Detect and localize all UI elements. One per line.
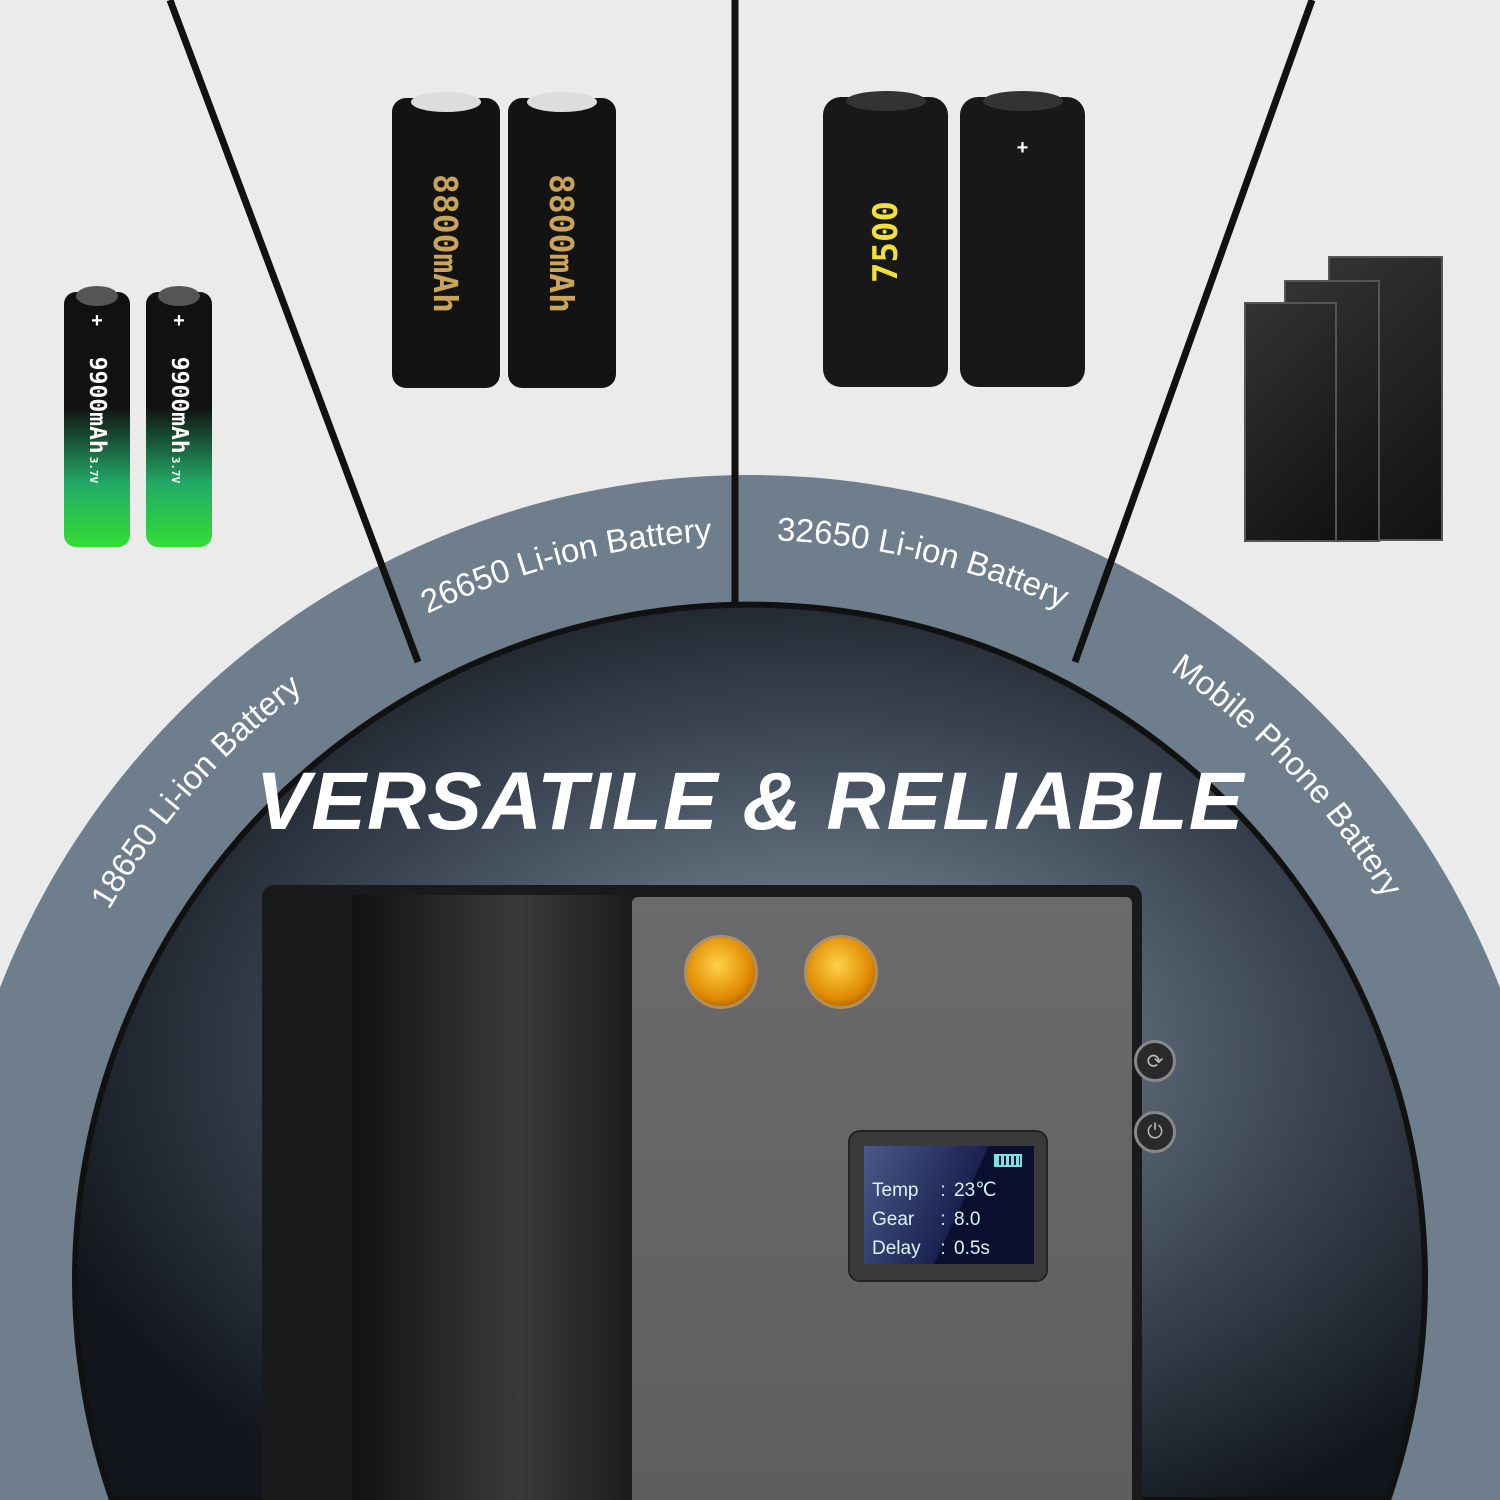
- lcd-key: Temp: [872, 1180, 919, 1201]
- battery-capacity: 9900mAh: [166, 356, 192, 454]
- lcd-screen: Temp:23℃ Gear:8.0 Delay:0.5s: [864, 1146, 1034, 1264]
- lcd-value: 23℃: [954, 1180, 997, 1201]
- lcd-row-temp: Temp:23℃: [872, 1176, 1034, 1205]
- lcd-key: Gear: [872, 1209, 915, 1230]
- battery-level-icon: [994, 1154, 1022, 1167]
- device: ⟳ ⏻ Temp:23℃ Gear:8.0 Delay:0.5s: [262, 885, 1176, 1500]
- battery-voltage: 3.7V: [87, 456, 100, 483]
- headline: VERSATILE & RELIABLE: [255, 756, 1245, 847]
- output-port-negative: [804, 935, 878, 1009]
- battery-26650: 8800mAh: [508, 92, 616, 388]
- power-icon: ⏻: [1147, 1120, 1163, 1143]
- lcd-sep: :: [940, 1209, 946, 1230]
- device-side: [352, 895, 632, 1500]
- battery-26650: 8800mAh: [392, 92, 500, 388]
- output-port-positive: [684, 935, 758, 1009]
- lcd-row-delay: Delay:0.5s: [872, 1234, 1034, 1263]
- refresh-icon: ⟳: [1146, 1050, 1164, 1073]
- mode-button[interactable]: ⟳: [1134, 1040, 1176, 1082]
- power-button[interactable]: ⏻: [1134, 1111, 1176, 1153]
- lcd-value: 0.5s: [954, 1238, 990, 1259]
- battery-label: 9900mAh 3.7V: [166, 356, 192, 482]
- lcd-display: Temp:23℃ Gear:8.0 Delay:0.5s: [848, 1130, 1048, 1282]
- lcd-sep: :: [940, 1238, 946, 1259]
- lcd-sep: :: [940, 1180, 946, 1201]
- device-front-panel: ⟳ ⏻ Temp:23℃ Gear:8.0 Delay:0.5s: [632, 897, 1176, 1500]
- phone-battery: [1244, 302, 1337, 542]
- battery-32650: +: [960, 91, 1085, 387]
- battery-label: 9900mAh 3.7V: [84, 356, 110, 482]
- battery-capacity: 9900mAh: [84, 356, 110, 454]
- battery-capacity: 8800mAh: [542, 173, 582, 313]
- battery-capacity: 8800mAh: [426, 173, 466, 313]
- lcd-key: Delay: [872, 1238, 921, 1259]
- battery-18650: +9900mAh3.7V: [64, 286, 130, 547]
- battery-voltage: 3.7V: [169, 456, 182, 483]
- lcd-row-gear: Gear:8.0: [872, 1205, 1034, 1234]
- battery-capacity: 7500: [865, 201, 906, 283]
- battery-32650: 7500: [823, 91, 948, 387]
- lcd-value: 8.0: [954, 1209, 981, 1230]
- battery-18650: +9900mAh3.7V: [146, 286, 212, 547]
